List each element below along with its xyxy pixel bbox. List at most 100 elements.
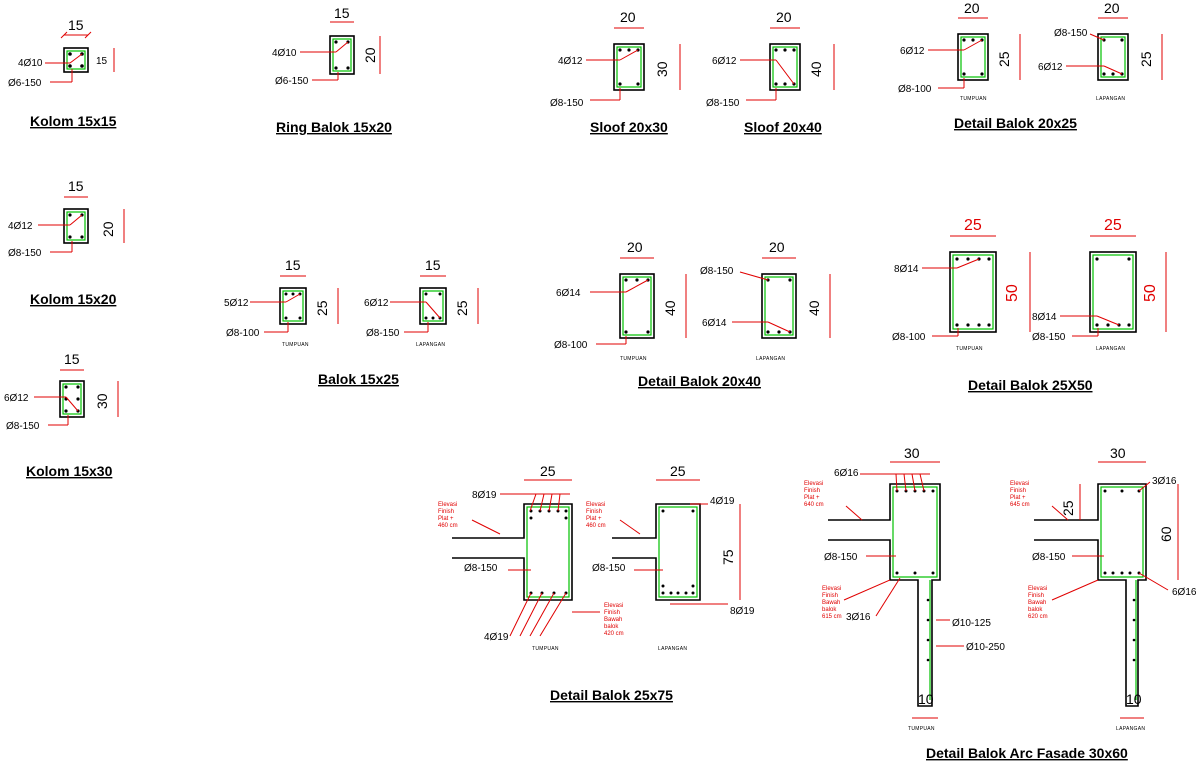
label-tumpuan: TUMPUAN: [620, 356, 647, 362]
section-detail-balok-25x50: 25 50 8Ø14 Ø8-100 TUMPUAN 25 50 8Ø14 Ø8-…: [892, 217, 1167, 393]
dim-width: 25: [540, 463, 556, 479]
note-line: 645 cm: [1010, 502, 1030, 508]
title-detail-balok-arc-fasade-30x60: Detail Balok Arc Fasade 30x60: [926, 745, 1128, 761]
stirrup-label: Ø8-100: [892, 332, 926, 343]
dim-width: 20: [964, 0, 980, 16]
note-line: balok: [604, 624, 619, 630]
title-detail-balok-20x40: Detail Balok 20x40: [638, 373, 761, 389]
dim-height: 20: [100, 221, 116, 237]
label-tumpuan: TUMPUAN: [282, 342, 309, 348]
title-detail-balok-25x75: Detail Balok 25x75: [550, 687, 673, 703]
note-line: Finish: [1028, 593, 1044, 599]
dim-height: 25: [996, 51, 1012, 67]
note-line: Plat +: [804, 495, 820, 501]
note-line: Finish: [804, 488, 820, 494]
label-tumpuan: TUMPUAN: [960, 96, 987, 102]
title-kolom-15x15: Kolom 15x15: [30, 113, 117, 129]
dim-width: 20: [769, 239, 785, 255]
stirrup-label: Ø10-125: [952, 618, 991, 629]
note-line: Elevasi: [804, 481, 823, 487]
dim-height: 50: [1004, 284, 1021, 302]
title-detail-balok-25x50: Detail Balok 25X50: [968, 377, 1093, 393]
dim-width: 20: [627, 239, 643, 255]
rebar-label: 5Ø12: [224, 298, 249, 309]
label-tumpuan: TUMPUAN: [908, 726, 935, 732]
note-line: Bawah: [604, 617, 622, 623]
note-line: Elevasi: [1028, 586, 1047, 592]
dim-width: 15: [68, 178, 84, 194]
stirrup-label: Ø8-150: [1032, 332, 1066, 343]
note-line: 620 cm: [1028, 614, 1048, 620]
dim-width: 10: [918, 691, 934, 707]
section-kolom-15x30: 15 30 6Ø12 Ø8-150 Kolom 15x30: [4, 351, 119, 479]
stirrup-label: Ø8-150: [592, 563, 626, 574]
note-line: Plat +: [586, 516, 602, 522]
dim-height: 75: [720, 549, 736, 565]
stirrup-label: Ø8-150: [6, 421, 40, 432]
label-lapangan: LAPANGAN: [416, 342, 445, 348]
dim-width: 15: [285, 257, 301, 273]
stirrup-label: Ø8-150: [550, 98, 584, 109]
rebar-label: 4Ø19: [484, 632, 509, 643]
note-line: Elevasi: [1010, 481, 1029, 487]
section-sloof-20x30: 20 30 4Ø12 Ø8-150 Sloof 20x30: [550, 9, 681, 135]
dim-height: 50: [1142, 284, 1159, 302]
note-line: Bawah: [822, 600, 840, 606]
note-line: Bawah: [1028, 600, 1046, 606]
rebar-label: 6Ø14: [702, 318, 727, 329]
dim-width: 15: [68, 17, 84, 33]
rebar-label: 6Ø14: [556, 288, 581, 299]
note-line: Plat +: [1010, 495, 1026, 501]
rebar-label: 4Ø12: [558, 56, 583, 67]
note-line: Elevasi: [604, 603, 623, 609]
section-balok-15x25: 15 25 5Ø12 Ø8-100 TUMPUAN 15 25 6Ø12 Ø8-…: [224, 257, 479, 387]
label-tumpuan: TUMPUAN: [532, 646, 559, 652]
dim-width: 25: [670, 463, 686, 479]
dim-height: 25: [1138, 51, 1154, 67]
title-ring-balok-15x20: Ring Balok 15x20: [276, 119, 392, 135]
dim-height: 20: [362, 47, 378, 63]
stirrup-label: Ø8-100: [554, 340, 588, 351]
rebar-label: 8Ø14: [894, 264, 919, 275]
label-lapangan: LAPANGAN: [1116, 726, 1145, 732]
stirrup-label: Ø8-150: [706, 98, 740, 109]
rebar-label: 6Ø12: [364, 298, 389, 309]
note-line: Finish: [586, 509, 602, 515]
rebar-label: 3Ø16: [846, 612, 871, 623]
dim-width: 20: [620, 9, 636, 25]
label-lapangan: LAPANGAN: [756, 356, 785, 362]
note-line: Finish: [822, 593, 838, 599]
stirrup-label: Ø8-150: [8, 248, 42, 259]
dim-width: 25: [964, 217, 982, 234]
note-line: Elevasi: [438, 502, 457, 508]
rebar-label: 8Ø14: [1032, 312, 1057, 323]
note-line: 615 cm: [822, 614, 842, 620]
note-line: Plat +: [438, 516, 454, 522]
label-tumpuan: TUMPUAN: [956, 346, 983, 352]
dim-height: 60: [1158, 526, 1174, 542]
rebar-label: 4Ø10: [272, 48, 297, 59]
rebar-label: 3Ø16: [1152, 476, 1177, 487]
note-line: 460 cm: [438, 523, 458, 529]
rebar-label: 4Ø10: [18, 58, 43, 69]
note-line: Elevasi: [822, 586, 841, 592]
section-ring-balok-15x20: 15 20 4Ø10 Ø6-150 Ring Balok 15x20: [272, 5, 392, 135]
stirrup-label: Ø6-150: [8, 78, 42, 89]
title-detail-balok-20x25: Detail Balok 20x25: [954, 115, 1077, 131]
section-detail-balok-20x40: 20 40 6Ø14 Ø8-100 TUMPUAN 20 40 Ø8-150 6…: [554, 239, 831, 389]
dim-width: 30: [904, 445, 920, 461]
rebar-label: 6Ø12: [900, 46, 925, 57]
note-line: Finish: [438, 509, 454, 515]
rebar-label: 4Ø12: [8, 221, 33, 232]
dim-width: 15: [334, 5, 350, 21]
note-line: 640 cm: [804, 502, 824, 508]
rebar-label: 4Ø19: [710, 496, 735, 507]
note-line: balok: [1028, 607, 1043, 613]
title-sloof-20x30: Sloof 20x30: [590, 119, 668, 135]
section-kolom-15x15: 15 15 4Ø10 Ø6-150 Kolom 15x15: [8, 17, 117, 129]
stirrup-label: Ø10-250: [966, 642, 1005, 653]
dim-height: 40: [808, 61, 824, 77]
stirrup-label: Ø8-150: [1054, 28, 1088, 39]
title-kolom-15x30: Kolom 15x30: [26, 463, 113, 479]
note-line: 460 cm: [586, 523, 606, 529]
